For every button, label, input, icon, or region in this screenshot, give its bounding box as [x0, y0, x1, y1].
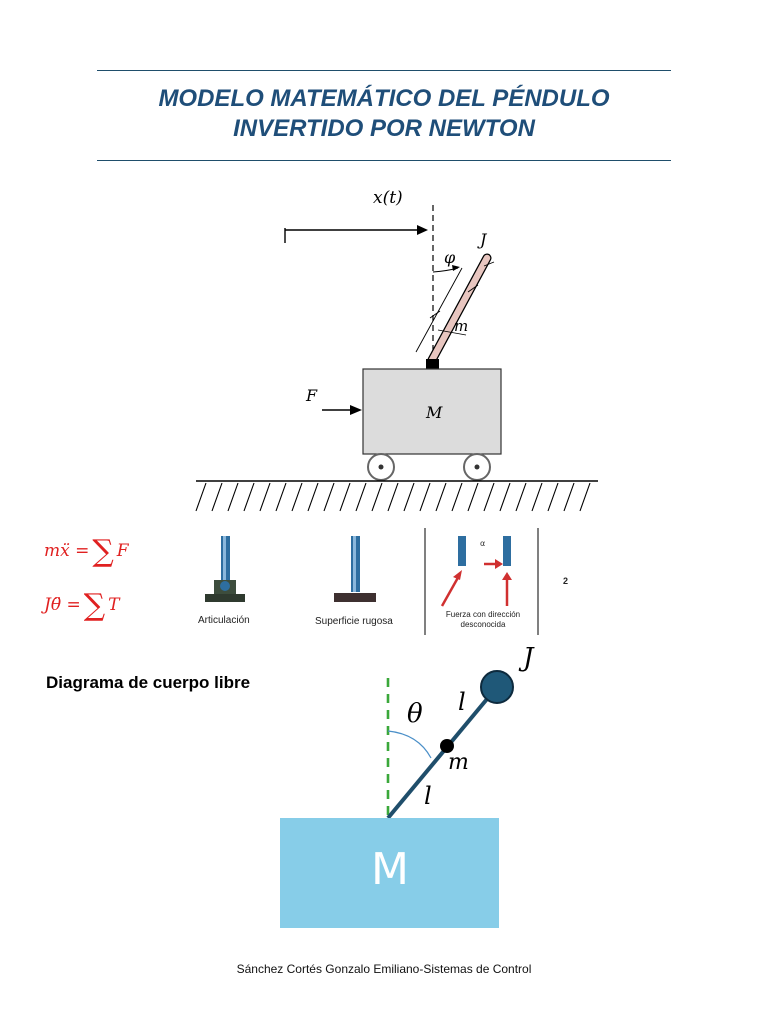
- position-label: x(t): [373, 188, 403, 208]
- equation-1-rhs: F: [116, 541, 129, 561]
- rough-surface-support-diagram: [334, 536, 376, 602]
- support-number: 2: [563, 576, 568, 586]
- cart-label: M: [425, 403, 443, 422]
- equation-2-rhs: T: [108, 595, 120, 615]
- equation-newton-rotation: Jθ̈ =∑T: [44, 588, 119, 623]
- support-types-figure: α 2: [205, 528, 568, 635]
- cart-pendulum-figure: x(t) φ m J M F: [195, 188, 598, 512]
- mass-label: m: [454, 317, 468, 335]
- support-label-hinge: Articulación: [198, 615, 250, 626]
- free-body-diagram-heading: Diagrama de cuerpo libre: [46, 673, 251, 692]
- wheel-left: [367, 453, 395, 481]
- fbd-angle-label: θ: [407, 699, 423, 729]
- summation-symbol-2: ∑: [83, 588, 106, 623]
- equation-2-lhs: Jθ̈ =: [44, 595, 81, 615]
- page-footer: Sánchez Cortés Gonzalo Emiliano-Sistemas…: [236, 962, 532, 976]
- support-label-unknown-force: Fuerza con dirección desconocida: [430, 610, 536, 630]
- equation-newton-translation: mẍ =∑F: [44, 534, 129, 569]
- fbd-length-lower-label: l: [424, 782, 432, 810]
- fbd-length-upper-label: l: [458, 688, 466, 716]
- fbd-cart-label: M: [371, 844, 409, 895]
- page-title-line-2: INVERTIDO POR NEWTON: [233, 115, 535, 142]
- support-label-unknown-force-line-1: Fuerza con dirección: [445, 610, 521, 619]
- title-rule-top: [97, 70, 671, 71]
- support-label-unknown-force-line-2: desconocida: [460, 620, 506, 629]
- inertia-label: J: [477, 230, 488, 249]
- wheel-right: [463, 453, 491, 481]
- center-of-mass-dot: [440, 739, 454, 753]
- angle-label: φ: [444, 248, 456, 267]
- page-title-line-1: MODELO MATEMÁTICO DEL PÉNDULO: [158, 85, 610, 112]
- page-title: MODELO MATEMÁTICO DEL PÉNDULO INVERTIDO …: [97, 84, 671, 144]
- unknown-force-diagram: α: [440, 536, 512, 607]
- fbd-inertia-label: J: [518, 643, 535, 673]
- fbd-mass-label: m: [448, 750, 469, 775]
- pendulum-bob: [480, 670, 514, 704]
- hinge-support-diagram: [205, 536, 245, 602]
- title-rule-bottom: [97, 160, 671, 161]
- force-label: F: [305, 386, 318, 405]
- fbd-cart-block: [280, 818, 499, 928]
- free-body-diagram: J l θ m l M: [280, 643, 535, 928]
- equation-1-lhs: mẍ =: [44, 541, 90, 561]
- support-label-rough: Superficie rugosa: [315, 616, 393, 627]
- alpha-mark: α: [480, 539, 485, 548]
- summation-symbol-1: ∑: [92, 534, 114, 569]
